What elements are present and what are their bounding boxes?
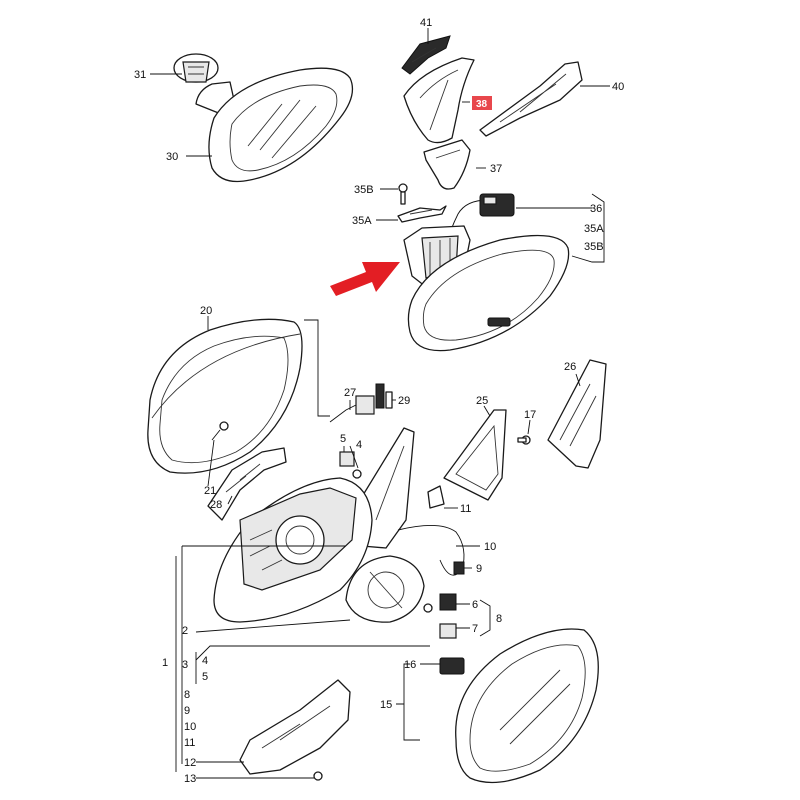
part-11-cap	[427, 485, 445, 509]
label-10-group: 10	[184, 721, 196, 733]
part-10-cable	[397, 525, 465, 576]
part-26-trim	[547, 359, 607, 469]
part-2-mirror-housing	[213, 477, 373, 623]
label-8: 8	[496, 613, 502, 625]
part-30-rear-view-mirror	[195, 67, 354, 183]
part-40-trim-cover	[479, 61, 583, 137]
label-35b-right: 35B	[584, 241, 604, 253]
part-35a-clip	[397, 205, 447, 223]
label-2: 2	[182, 625, 188, 637]
part-6-connector	[439, 593, 457, 611]
label-28: 28	[210, 499, 222, 511]
label-35a-right: 35A	[584, 223, 604, 235]
label-38-highlight-box	[472, 96, 492, 110]
label-11-group: 11	[184, 737, 195, 749]
label-20: 20	[200, 305, 212, 317]
part-13-screw	[313, 771, 323, 781]
part-labels: 31 30 41 38 40 37 35B 35A 36 35A 35B 20 …	[134, 17, 624, 785]
label-17: 17	[524, 409, 536, 421]
label-1: 1	[162, 657, 168, 669]
label-4: 4	[356, 439, 362, 451]
label-12: 12	[184, 757, 196, 769]
part-21-screw	[211, 421, 229, 441]
label-7: 7	[472, 623, 478, 635]
pointer-arrow	[330, 262, 400, 296]
part-9-connector	[453, 561, 465, 575]
label-38: 38	[476, 99, 488, 110]
label-10: 10	[484, 541, 496, 553]
part-7-connector	[439, 623, 457, 639]
label-4-group: 4	[202, 655, 208, 667]
part-25-bezel	[443, 409, 507, 501]
label-3: 3	[182, 659, 188, 671]
label-21: 21	[204, 485, 216, 497]
part-38-base-cover	[403, 57, 475, 144]
label-35b-top: 35B	[354, 184, 374, 196]
part-27-wiring	[329, 383, 393, 423]
label-5-group: 5	[202, 671, 208, 683]
label-29: 29	[398, 395, 410, 407]
part-16-connector	[439, 657, 465, 675]
label-31: 31	[134, 69, 146, 81]
label-26: 26	[564, 361, 576, 373]
part-41-sensor-bracket	[401, 35, 451, 75]
part-3-carrier-plate	[345, 555, 433, 623]
part-31-mount-clip	[173, 53, 219, 83]
label-8-group: 8	[184, 689, 190, 701]
label-15: 15	[380, 699, 392, 711]
part-28-bracket	[207, 447, 287, 521]
part-20-mirror-cap	[147, 318, 303, 474]
label-6: 6	[472, 599, 478, 611]
label-25: 25	[476, 395, 488, 407]
part-35-dimming-mirror	[403, 225, 570, 352]
part-17-screw	[517, 435, 531, 445]
part-15-mirror-glass	[455, 628, 599, 784]
label-13: 13	[184, 773, 196, 785]
label-41: 41	[420, 17, 432, 29]
label-16: 16	[404, 659, 416, 671]
label-37: 37	[490, 163, 502, 175]
label-30: 30	[166, 151, 178, 163]
label-11: 11	[460, 503, 471, 515]
label-36: 36	[590, 203, 602, 215]
part-12-lower-cover	[239, 679, 351, 775]
label-9-group: 9	[184, 705, 190, 717]
part-36-connector	[445, 193, 515, 247]
leader-lines	[150, 28, 610, 779]
label-35a-top: 35A	[352, 215, 372, 227]
label-27: 27	[344, 387, 356, 399]
label-9: 9	[476, 563, 482, 575]
part-35b-screw	[398, 183, 408, 205]
label-40: 40	[612, 81, 624, 93]
part-5-4-fasteners	[339, 451, 362, 479]
label-5: 5	[340, 433, 346, 445]
part-37-lower-cover	[423, 139, 471, 190]
